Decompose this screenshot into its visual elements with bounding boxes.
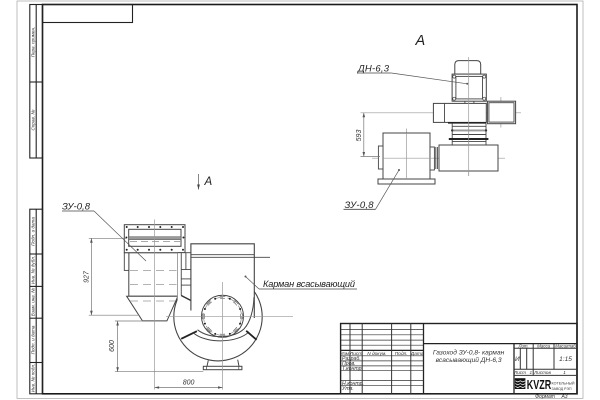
svg-text:Газоход ЗУ-0,8- карман: Газоход ЗУ-0,8- карман [433, 349, 505, 357]
svg-text:Лит.: Лит. [517, 344, 528, 349]
svg-text:Изм.: Изм. [340, 351, 350, 357]
svg-text:Н.контр.: Н.контр. [342, 381, 364, 387]
svg-text:Масса: Масса [537, 344, 551, 349]
svg-text:1: 1 [530, 370, 533, 375]
svg-text:ДН-6,3: ДН-6,3 [357, 64, 390, 75]
svg-text:927: 927 [84, 270, 91, 283]
svg-text:Дата: Дата [410, 351, 424, 357]
svg-text:Масштаб: Масштаб [555, 344, 576, 349]
svg-text:Лист: Лист [349, 351, 362, 357]
svg-text:Формат: Формат [535, 394, 555, 400]
svg-text:ЗУ-0,8: ЗУ-0,8 [62, 202, 91, 213]
svg-text:N докум.: N докум. [367, 351, 386, 357]
svg-text:593: 593 [356, 130, 363, 142]
svg-text:KVZR: KVZR [527, 379, 552, 393]
svg-text:А: А [204, 176, 213, 188]
svg-text:1: 1 [563, 370, 566, 375]
svg-text:1:15: 1:15 [559, 356, 572, 363]
svg-text:Инв. № дубл.: Инв. № дубл. [31, 256, 36, 284]
svg-text:800: 800 [183, 379, 195, 386]
svg-text:Справ. №: Справ. № [31, 110, 36, 131]
svg-text:Подп. и дата: Подп. и дата [31, 325, 36, 354]
svg-text:ЗУ-0,8: ЗУ-0,8 [345, 200, 375, 211]
svg-text:Взам. инв. №: Взам. инв. № [31, 288, 36, 316]
svg-text:Пров.: Пров. [342, 361, 356, 367]
svg-text:А3: А3 [560, 394, 567, 400]
svg-text:Подп.: Подп. [395, 351, 408, 357]
svg-text:И: И [515, 356, 520, 363]
svg-text:ЗАВОД РЭП: ЗАВОД РЭП [552, 386, 572, 391]
svg-text:КОТЕЛЬНЫЙ: КОТЕЛЬНЫЙ [552, 380, 575, 385]
svg-text:Т.контр.: Т.контр. [342, 366, 363, 372]
svg-text:Лист: Лист [513, 370, 526, 375]
svg-text:Разраб.: Разраб. [342, 356, 361, 362]
svg-text:Утв.: Утв. [342, 386, 354, 392]
svg-text:Подп. и дата: Подп. и дата [31, 217, 36, 246]
svg-text:всасывающий ДН-6,3: всасывающий ДН-6,3 [436, 356, 502, 364]
svg-text:Инв. № подл.: Инв. № подл. [31, 364, 36, 393]
svg-text:Карман всасывающий: Карман всасывающий [263, 279, 355, 289]
svg-text:600: 600 [109, 340, 116, 352]
svg-text:Перв. примен.: Перв. примен. [31, 27, 36, 58]
svg-text:А: А [415, 33, 426, 49]
svg-text:Листов: Листов [533, 370, 551, 375]
